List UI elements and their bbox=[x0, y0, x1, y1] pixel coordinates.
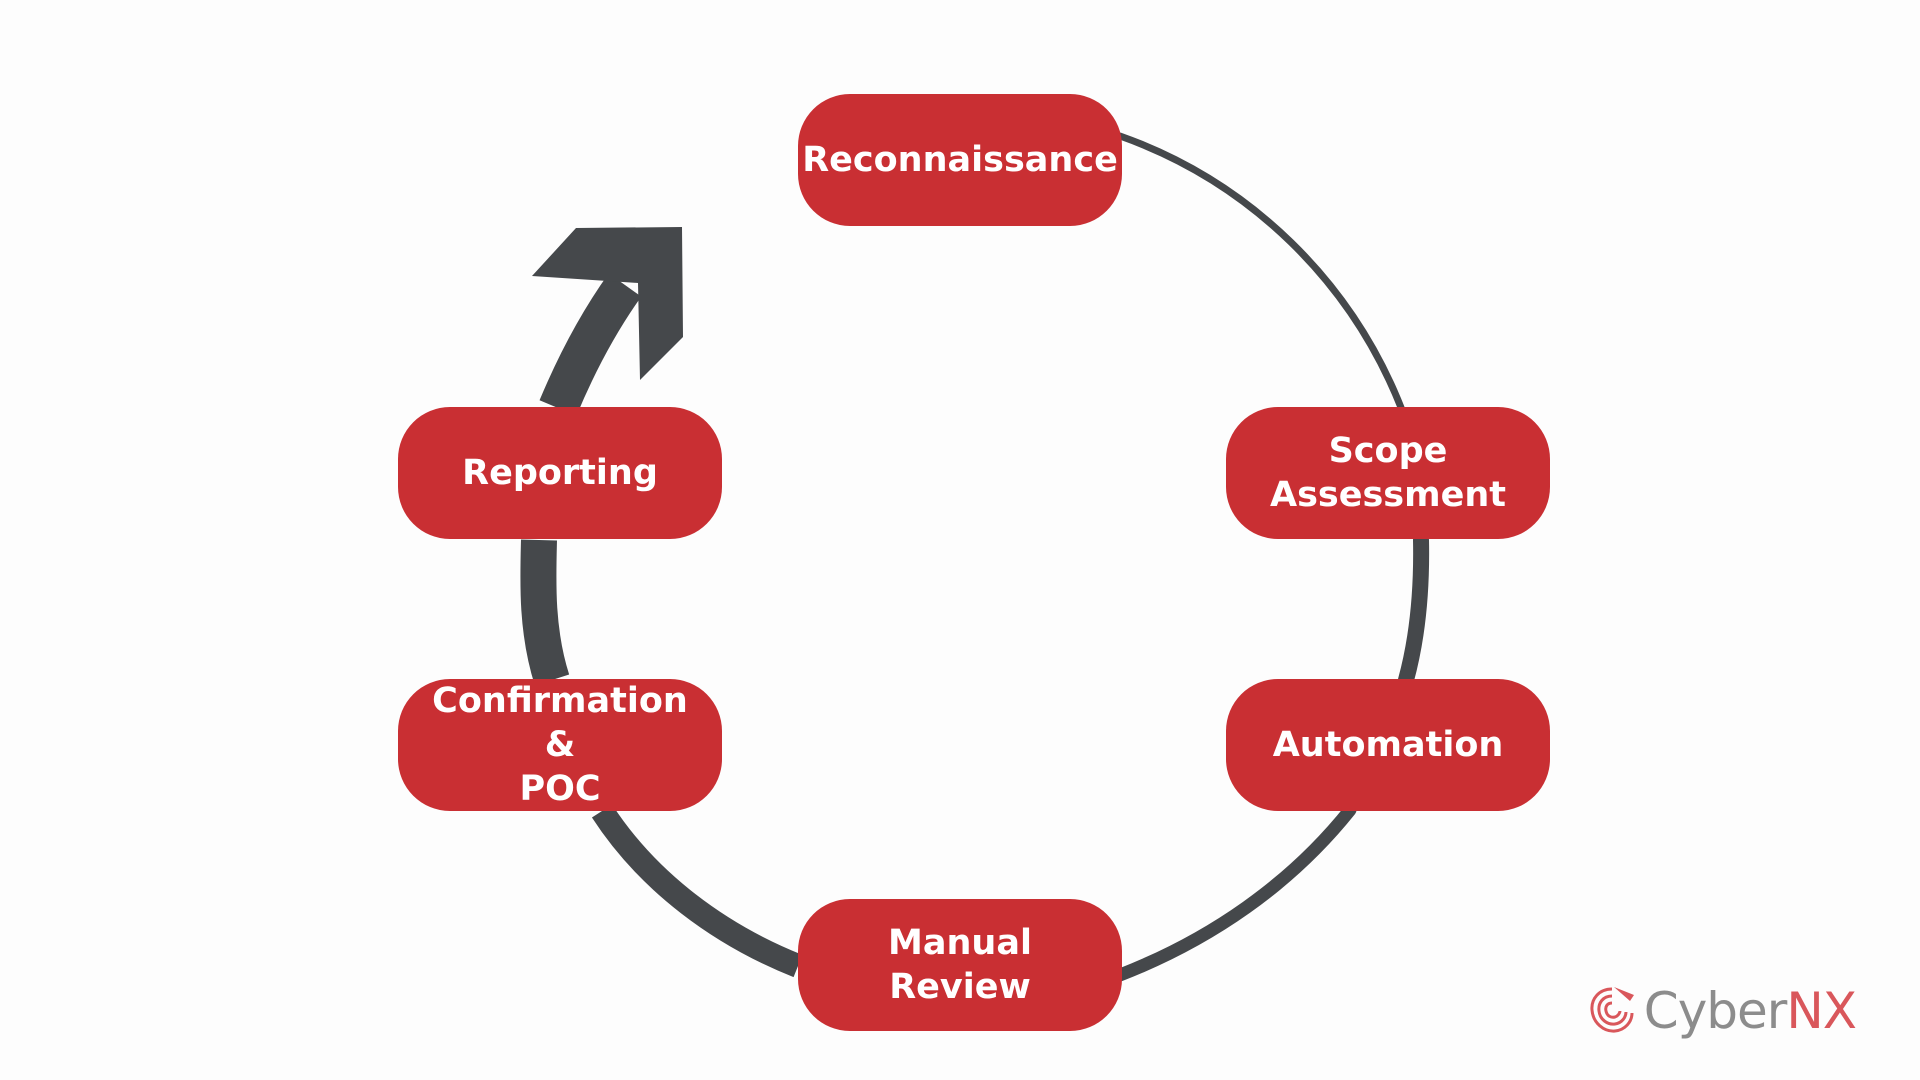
step-manual-review: Manual Review bbox=[798, 899, 1122, 1031]
connector-recon-to-scope bbox=[1116, 132, 1406, 414]
step-scope-assessment: Scope Assessment bbox=[1226, 407, 1550, 539]
step-reconnaissance: Reconnaissance bbox=[798, 94, 1122, 226]
step-reporting: Reporting bbox=[398, 407, 722, 539]
cycle-arrowhead bbox=[532, 227, 683, 380]
logo-text-nx: NX bbox=[1786, 982, 1857, 1040]
logo-text-cyber: Cyber bbox=[1643, 982, 1788, 1040]
connector-automation-to-manual bbox=[1113, 803, 1357, 982]
step-automation: Automation bbox=[1226, 679, 1550, 811]
connector-scope-to-automation bbox=[1398, 532, 1430, 688]
connector-reporting-to-arrowhead bbox=[539, 273, 642, 416]
spiral-shield-icon bbox=[1590, 987, 1634, 1033]
connector-manual-to-confirmation bbox=[591, 804, 803, 978]
step-confirmation-poc: Confirmation & POC bbox=[398, 679, 722, 811]
connector-confirmation-to-reporting bbox=[520, 539, 570, 686]
